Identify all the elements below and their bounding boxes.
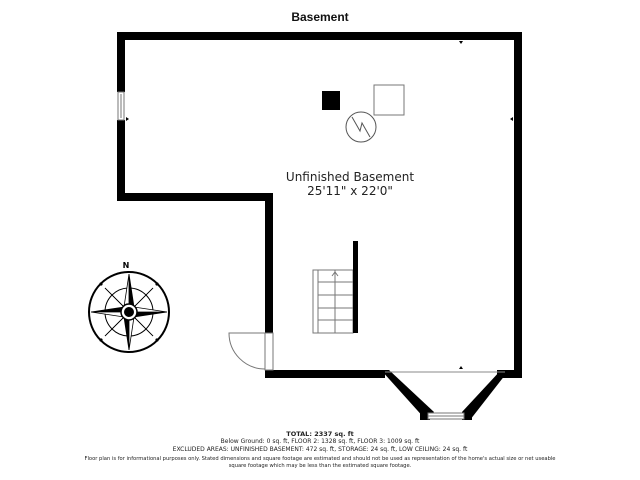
stair-rail-wall xyxy=(353,241,358,333)
furnace xyxy=(373,84,405,116)
room-name: Unfinished Basement xyxy=(285,170,415,184)
area-breakdown: Below Ground: 0 sq. ft, FLOOR 2: 1328 sq… xyxy=(220,438,420,445)
walls xyxy=(117,32,522,420)
door xyxy=(228,332,274,371)
left-window xyxy=(117,91,125,121)
chimney-column xyxy=(322,91,340,110)
water-heater xyxy=(345,111,377,143)
footer: TOTAL: 2337 sq. ft Below Ground: 0 sq. f… xyxy=(0,430,640,470)
compass-rose-icon xyxy=(88,271,170,353)
wall-markers xyxy=(126,41,513,369)
compass-north-label: N xyxy=(123,261,130,270)
floor-title: Basement xyxy=(291,10,349,24)
room-dimensions: 25'11" x 22'0" xyxy=(307,184,393,198)
bay-window xyxy=(427,412,465,420)
stairs xyxy=(312,269,354,334)
disclaimer: Floor plan is for informational purposes… xyxy=(84,456,556,469)
room-label: Unfinished Basement 25'11" x 22'0" xyxy=(270,170,430,198)
excluded-areas: EXCLUDED AREAS: UNFINISHED BASEMENT: 472… xyxy=(172,446,468,453)
total-area: TOTAL: 2337 sq. ft xyxy=(286,430,354,438)
